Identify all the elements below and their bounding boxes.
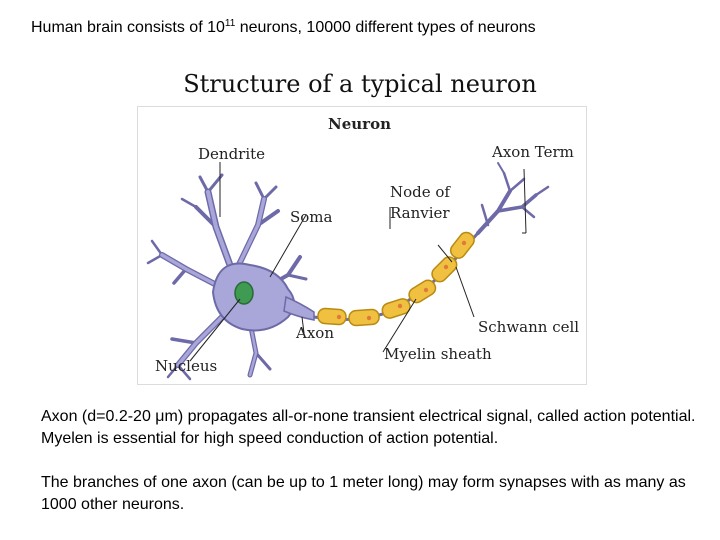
label-node-line1: Node of (390, 183, 450, 201)
headline-suffix: neurons, 10000 different types of neuron… (235, 19, 536, 36)
label-dendrite: Dendrite (198, 145, 266, 163)
headline-prefix: Human brain consists of 10 (31, 19, 225, 36)
mu-symbol: μ (155, 408, 165, 425)
label-schwann-cell: Schwann cell (478, 318, 580, 336)
paragraph-axon: Axon (d=0.2-20 μm) propagates all-or-non… (41, 406, 711, 450)
headline-exponent: 11 (224, 18, 236, 29)
nucleus-shape (234, 281, 254, 305)
axon-hillock (283, 295, 315, 321)
soma-body (211, 262, 295, 332)
label-axon: Axon (296, 324, 334, 342)
label-axon-terminal: Axon Term (492, 143, 574, 161)
paragraph-axon-prefix: Axon (d=0.2-20 (41, 408, 156, 425)
neuron-illustration (146, 162, 550, 381)
label-soma: Soma (290, 208, 333, 226)
figure-title: Structure of a typical neuron (183, 70, 537, 98)
paragraph-synapses: The branches of one axon (can be up to 1… (41, 474, 686, 513)
leader-lines (189, 162, 527, 362)
label-node-line2: Ranvier (390, 204, 450, 222)
headline: Human brain consists of 1011 neurons, 10… (31, 18, 536, 37)
label-nucleus: Nucleus (155, 357, 218, 375)
node-dots (336, 240, 467, 321)
myelin-segments (317, 231, 475, 327)
label-myelin-sheath: Myelin sheath (384, 345, 492, 363)
paragraph-axon-suffix: m) propagates all-or-none transient elec… (41, 408, 696, 447)
label-neuron: Neuron (328, 115, 391, 133)
neuron-diagram: Neuron Dendrite Axon Term Node of Ranvie… (137, 106, 587, 385)
axon-terminals (476, 162, 550, 235)
